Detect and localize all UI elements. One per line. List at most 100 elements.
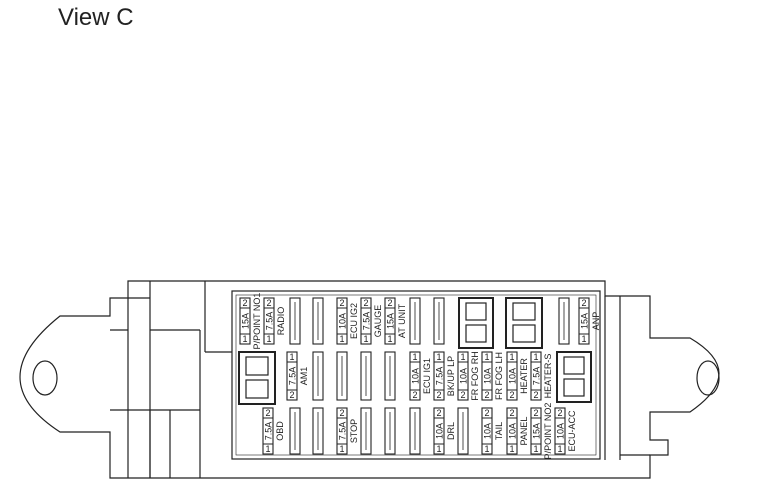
fuse-slot-empty — [312, 407, 324, 455]
fuse-pin-bottom: 2 — [412, 390, 417, 400]
fuse-amp: 15A — [580, 313, 590, 329]
fuse-pin-top: 2 — [339, 408, 344, 418]
fuse-pin-bottom: 1 — [266, 334, 271, 344]
fuse-slot-empty — [360, 407, 372, 455]
fuse-amp: 7.5A — [362, 312, 372, 331]
fuse-pin-top: 2 — [242, 298, 247, 308]
fuse-amp: 7.5A — [532, 367, 542, 386]
fuse-pin-top: 1 — [289, 352, 294, 362]
fuse-amp: 10A — [459, 368, 469, 384]
fuse-amp: 10A — [508, 423, 518, 439]
fuse-name: ANP — [591, 312, 601, 331]
fuse-amp: 15A — [241, 313, 251, 329]
fuse-amp: 15A — [532, 423, 542, 439]
fuse-pin-bottom: 1 — [509, 444, 514, 454]
fuse-name: P/POINT NO2 — [543, 403, 553, 460]
fuse-slot-empty — [433, 297, 445, 345]
fuse-name: RADIO — [276, 307, 286, 336]
fuse-pin-top: 2 — [484, 408, 489, 418]
fuse-pin-top: 2 — [557, 408, 562, 418]
fuse-pin-top: 2 — [436, 408, 441, 418]
fuse-amp: 7.5A — [288, 367, 298, 386]
fuse-amp: 10A — [556, 423, 566, 439]
fuse-name: P/POINT NO1 — [252, 293, 262, 350]
fuse-pin-bottom: 1 — [387, 334, 392, 344]
fuse-pin-bottom: 1 — [363, 334, 368, 344]
relay-left — [238, 351, 276, 405]
fuse-name: HEATER-S — [543, 354, 553, 399]
fuse-amp: 7.5A — [435, 367, 445, 386]
fuse-slot-empty — [336, 351, 348, 401]
fuse-name: ECU IG2 — [349, 303, 359, 339]
fuse-name: FR FOG RH — [470, 351, 480, 401]
fuse-slot-empty — [384, 407, 396, 455]
fuse-pin-top: 1 — [533, 352, 538, 362]
fuse-name: BK/UP LP — [446, 356, 456, 396]
fuse-panel-inner — [235, 294, 597, 456]
fuse-pin-top: 2 — [533, 408, 538, 418]
fuse-amp: 10A — [508, 368, 518, 384]
fuse-name: ECU-ACC — [567, 410, 577, 452]
fuse-pin-top: 1 — [436, 352, 441, 362]
fuse-slot-empty — [312, 297, 324, 345]
mounting-hole-right — [696, 360, 720, 396]
fuse-name: FR FOG LH — [494, 352, 504, 400]
fuse-pin-top: 2 — [265, 408, 270, 418]
fuse-pin-bottom: 1 — [533, 444, 538, 454]
fuse-pin-top: 1 — [412, 352, 417, 362]
fuse-pin-top: 1 — [509, 352, 514, 362]
fuse-slot-empty — [289, 297, 301, 345]
fuse-pin-bottom: 2 — [460, 390, 465, 400]
fuse-pin-bottom: 1 — [339, 444, 344, 454]
fuse-pin-top: 2 — [387, 298, 392, 308]
fuse-pin-top: 2 — [509, 408, 514, 418]
fuse-pin-bottom: 2 — [484, 390, 489, 400]
fuse-slot-empty — [289, 407, 301, 455]
housing-outline — [19, 280, 720, 479]
fuse-amp: 10A — [483, 423, 493, 439]
relay-group — [238, 297, 592, 405]
fuse-slot-empty — [312, 351, 324, 401]
fuse-amp: 15A — [386, 313, 396, 329]
fuse-name: ECU IG1 — [422, 358, 432, 394]
relay-right — [556, 351, 592, 403]
mounting-hole-left — [32, 360, 58, 396]
fuse-amp: 7.5A — [265, 312, 275, 331]
fuse-amp: 10A — [435, 423, 445, 439]
fuse-name: AM1 — [299, 367, 309, 386]
relay-top-1 — [458, 297, 494, 349]
fuse-name: TAIL — [494, 422, 504, 440]
fuse-panel-border — [231, 290, 601, 460]
fuse-pin-top: 2 — [339, 298, 344, 308]
fuse-name: OBD — [275, 421, 285, 441]
fuse-pin-bottom: 2 — [509, 390, 514, 400]
fuse-name: GAUGE — [373, 305, 383, 338]
view-title: View C — [58, 4, 134, 31]
fuse-pin-bottom: 1 — [436, 444, 441, 454]
fuse-name: STOP — [349, 419, 359, 443]
fuse-amp: 10A — [483, 368, 493, 384]
fuse-pin-bottom: 1 — [265, 444, 270, 454]
fuse-pin-top: 1 — [484, 352, 489, 362]
fuse-pin-top: 2 — [266, 298, 271, 308]
